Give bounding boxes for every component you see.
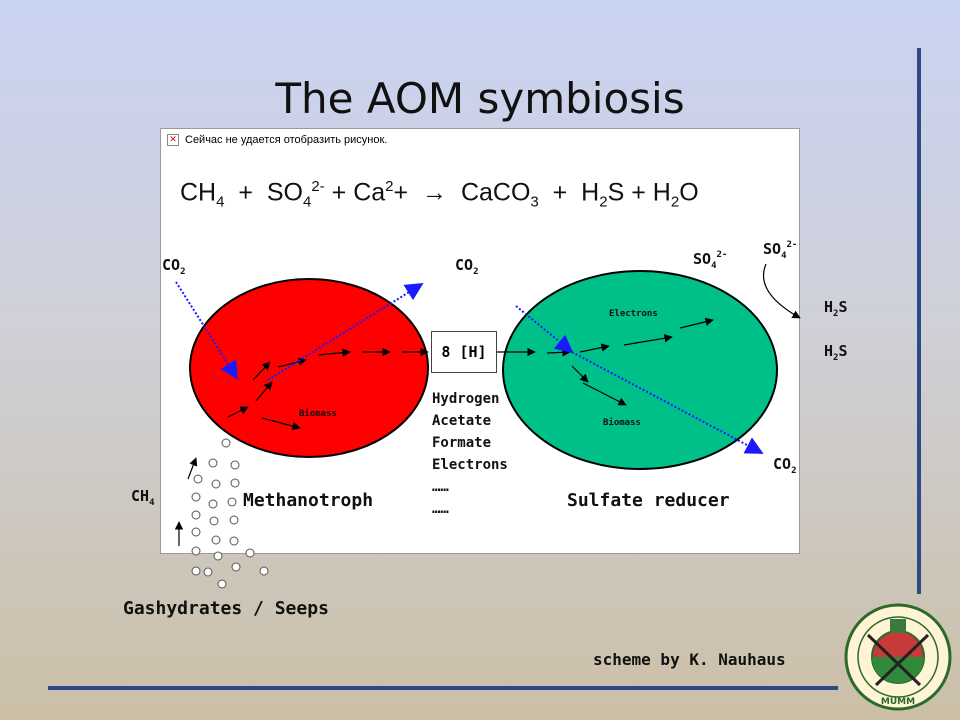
- h2s-label-b: H2S: [824, 342, 848, 363]
- sulfate-label-a: SO42-: [693, 250, 728, 271]
- h2s-label-a: H2S: [824, 298, 848, 319]
- co2-label-middle: CO2: [455, 256, 479, 277]
- slide-title: The AOM symbiosis: [275, 74, 685, 123]
- co2-label-left: CO2: [162, 256, 186, 277]
- sulfate-label-b: SO42-: [763, 240, 798, 261]
- list-item: ……: [432, 501, 449, 517]
- biomass-label-sulfate-reducer: Biomass: [603, 418, 641, 428]
- scheme-credit: scheme by K. Nauhaus: [593, 650, 786, 669]
- horizontal-accent-bar: [48, 686, 838, 690]
- biomass-label-methanotroph: Biomass: [299, 409, 337, 419]
- broken-image-notice: ✕Сейчас не удается отобразить рисунок.: [167, 134, 387, 147]
- sulfate-reducer-label: Sulfate reducer: [567, 490, 730, 511]
- gas-bubbles: [191, 438, 269, 589]
- gashydrates-label: Gashydrates / Seeps: [123, 598, 329, 619]
- broken-image-icon: ✕: [167, 134, 179, 147]
- intermediates-list: Hydrogen Acetate Formate Electrons …… ……: [432, 388, 508, 520]
- co2-arrows: [175, 281, 764, 454]
- reaction-arrow: →: [422, 178, 448, 207]
- methanotroph-label: Methanotroph: [243, 490, 374, 511]
- electrons-label: Electrons: [609, 309, 658, 319]
- list-item: Electrons: [432, 457, 508, 473]
- methanotroph-flow-arrows: [227, 347, 536, 431]
- list-item: Hydrogen: [432, 391, 500, 407]
- methanotroph-cell: [189, 278, 429, 458]
- co2-label-right: CO2: [773, 455, 797, 476]
- vertical-accent-bar: [917, 48, 921, 594]
- list-item: Acetate: [432, 413, 492, 429]
- intermediate-box: 8 [H]: [431, 331, 497, 373]
- list-item: ……: [432, 479, 449, 495]
- reaction-equation: CH4 + SO42- + Ca2+ → CaCO3 + H2S + H2O: [180, 178, 699, 211]
- ch4-label: CH4: [131, 487, 155, 508]
- list-item: Formate: [432, 435, 492, 451]
